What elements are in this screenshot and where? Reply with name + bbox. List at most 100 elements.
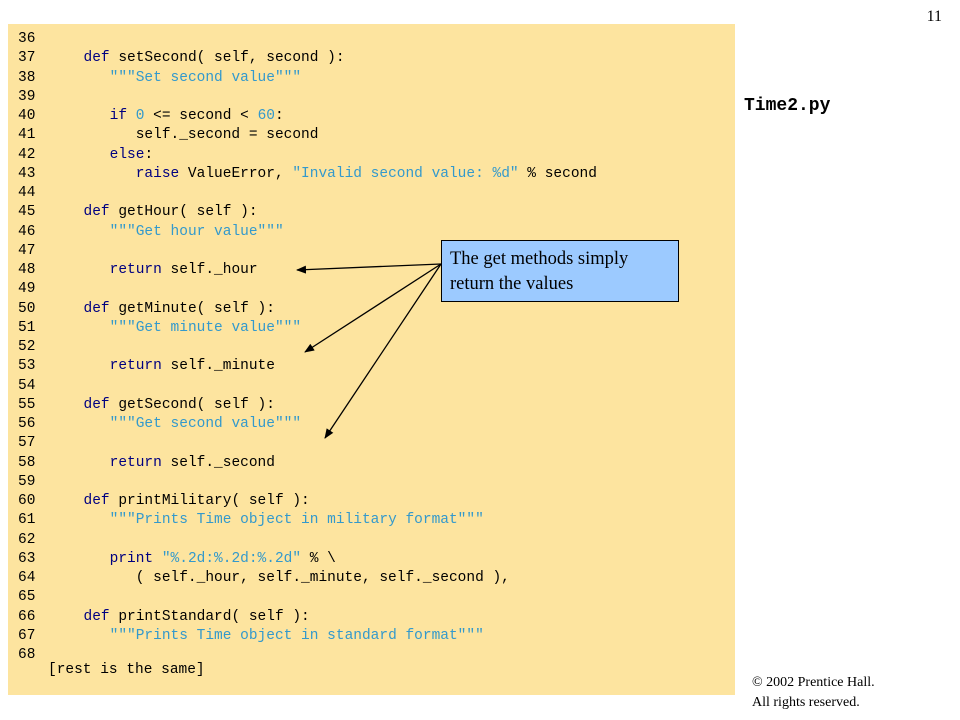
line-number: 43 [18,165,36,182]
code-line: 68 [18,646,49,665]
code-line: 62 [18,531,49,550]
rest-is-same-note: [rest is the same] [48,662,205,678]
code-token: % second [518,165,597,182]
line-number: 62 [18,531,36,548]
line-number: 50 [18,300,36,317]
code-token: : [274,108,284,124]
code-number: 0 [135,108,145,124]
code-text: def getMinute( self ): [40,301,275,317]
code-line: 47 [18,242,49,261]
code-line: 41 self._second = second [18,126,318,145]
code-text: return self._second [40,455,275,471]
code-line: 45 def getHour( self ): [18,203,258,222]
line-number: 37 [18,50,36,67]
callout-box: The get methods simply return the values [441,240,679,302]
code-text: def getHour( self ): [40,204,258,220]
code-line: 61 """Prints Time object in military for… [18,511,484,530]
line-number: 40 [18,108,36,124]
code-line: 49 [18,280,49,299]
code-line: 58 return self._second [18,454,275,473]
code-text: """Set second value""" [40,70,301,86]
line-number: 67 [18,627,36,644]
code-text: def getSecond( self ): [40,397,275,413]
line-number: 55 [18,396,36,413]
code-line: 60 def printMilitary( self ): [18,492,310,511]
code-text: raise ValueError, "Invalid second value:… [40,166,597,182]
code-text: """Get hour value""" [40,224,284,240]
code-keyword: def [83,204,110,221]
code-line: 36 [18,30,49,49]
copyright-notice: © 2002 Prentice Hall. All rights reserve… [752,673,875,713]
code-keyword: raise [135,165,180,182]
line-number: 44 [18,185,36,201]
file-title: Time2.py [744,96,831,116]
code-token: : [144,146,154,163]
code-token: getHour( self ): [109,204,258,221]
line-number: 46 [18,223,36,240]
line-number: 63 [18,550,36,567]
code-line: 38 """Set second value""" [18,69,301,88]
code-text: """Get second value""" [40,416,301,432]
line-number: 68 [18,647,36,663]
code-keyword: return [109,262,162,278]
code-text: """Get minute value""" [40,320,301,336]
code-line: 37 def setSecond( self, second ): [18,49,345,68]
code-text: return self._minute [40,358,275,374]
code-token: <= second < [144,108,258,124]
code-string: """Prints Time object in standard format… [109,627,484,644]
code-token: self._hour [161,262,258,278]
code-string: "Invalid second value: %d" [292,165,519,182]
code-listing-panel: 36 37 def setSecond( self, second ):38 "… [8,24,735,695]
code-text: if 0 <= second < 60: [40,108,284,124]
line-number: 52 [18,339,36,355]
code-token: getMinute( self ): [109,300,275,317]
callout-line-2: return the values [450,274,574,294]
copyright-line-2: All rights reserved. [752,695,860,710]
code-text: def printMilitary( self ): [40,493,310,509]
code-text: """Prints Time object in standard format… [40,628,484,644]
line-number: 65 [18,589,36,606]
line-number: 38 [18,69,36,86]
code-keyword: def [83,396,110,413]
line-number: 60 [18,493,36,509]
code-line: 66 def printStandard( self ): [18,608,310,627]
code-line: 53 return self._minute [18,357,275,376]
code-keyword: def [83,493,110,509]
line-number: 57 [18,435,36,452]
code-line: 50 def getMinute( self ): [18,300,275,319]
line-number: 61 [18,512,36,529]
arrow-to-return-second [324,263,442,439]
arrow-to-return-minute [304,263,442,353]
code-token: getSecond( self ): [109,396,275,413]
code-line: 42 else: [18,146,153,165]
code-number: 60 [257,108,275,124]
code-token: ValueError, [179,165,293,182]
code-text: def setSecond( self, second ): [40,50,345,66]
code-line: 51 """Get minute value""" [18,319,301,338]
arrow-to-return-hour [296,263,442,274]
code-keyword: return [109,358,162,375]
code-string: """Get second value""" [109,416,302,432]
code-keyword: def [83,50,110,67]
code-keyword: if [109,108,128,124]
code-line: 64 ( self._hour, self._minute, self._sec… [18,569,510,588]
line-number: 39 [18,88,36,105]
code-keyword: def [83,608,110,625]
code-line: 54 [18,377,49,396]
code-line: 39 [18,88,49,107]
code-line: 63 print "%.2d:%.2d:%.2d" % \ [18,550,336,569]
code-token: self._minute [161,358,275,375]
code-keyword: return [109,454,162,471]
code-text: def printStandard( self ): [40,609,310,625]
code-token: printMilitary( self ): [109,493,310,509]
code-string: """Set second value""" [109,69,302,86]
code-text: """Prints Time object in military format… [40,512,484,528]
code-line: 56 """Get second value""" [18,415,301,434]
code-line: 52 [18,338,49,357]
code-line: 57 [18,434,49,453]
code-string: """Get minute value""" [109,319,302,336]
line-number: 42 [18,146,36,163]
line-number: 49 [18,281,36,298]
code-keyword: else [109,146,145,163]
